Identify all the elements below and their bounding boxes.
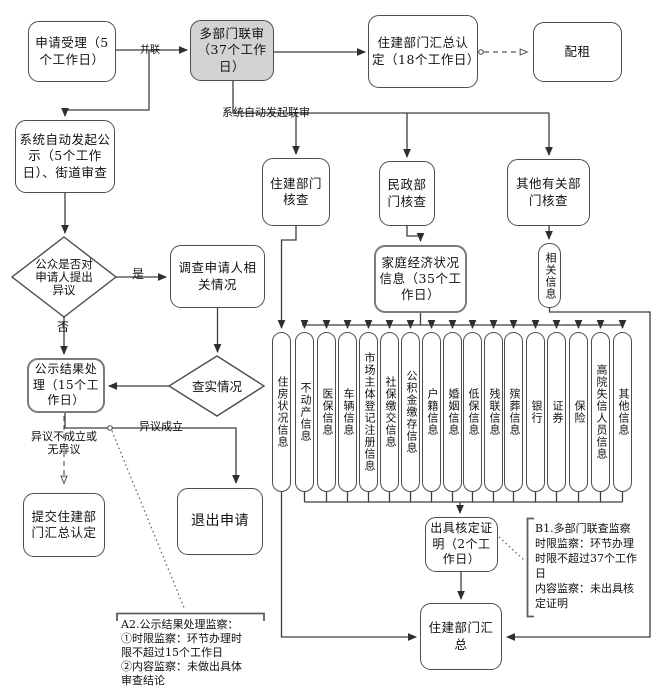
capsule-market-entity: 市场主体登记注册信息 (359, 332, 378, 492)
capsule-vehicle: 车辆信息 (338, 332, 357, 492)
capsule-other-info: 其他信息 (613, 332, 632, 492)
node-housing-check: 住建部门核查 (262, 158, 330, 226)
edge-label-objection-invalid: 异议不成立或 无异议 (31, 430, 97, 456)
capsule-insurance: 保险 (569, 332, 588, 492)
node-submit-summary: 提交住建部门汇总认定 (23, 493, 105, 557)
edge-label-objection-valid: 异议成立 (139, 420, 183, 433)
verify-diamond (167, 355, 266, 417)
node-family-econ: 家庭经济状况信息（35个工作日） (374, 245, 467, 313)
capsule-bank: 银行 (526, 332, 545, 492)
node-summary-confirm: 住建部门汇总认定（18个工作日） (368, 15, 479, 88)
capsule-related-info: 相关信息 (538, 243, 561, 308)
capsule-household: 户籍信息 (422, 332, 441, 492)
annotation-a2: A2.公示结果处理监察： ①时限监察：环节办理时 限不超过15个工作日 ②内容监… (121, 618, 242, 687)
node-issue-cert: 出具核定证明（2个工作日） (425, 517, 498, 572)
dashed-arrows (64, 50, 527, 611)
node-investigate: 调查申请人相关情况 (170, 245, 265, 308)
flow-arrows (60, 46, 651, 641)
edge-label-yes: 是 (132, 267, 145, 281)
annotation-brackets (116, 517, 534, 621)
capsule-court-dishonest: 高院失信人员信息 (591, 332, 610, 492)
node-withdraw: 退出申请 (177, 488, 263, 555)
edge-label-auto-joint-review: 系统自动发起联审 (222, 106, 310, 119)
capsule-medical-insurance: 医保信息 (317, 332, 336, 492)
diamond-public-objection-label: 公众是否对申请人提出异议 (35, 257, 93, 297)
node-apply: 申请受理（5个工作日） (28, 21, 116, 82)
node-civil-check: 民政部门核查 (379, 161, 435, 226)
node-joint-review: 多部门联审（37个工作日） (190, 20, 274, 81)
node-dept-summary: 住建部门汇总 (420, 603, 502, 670)
capsule-disabled-federation: 残联信息 (484, 332, 503, 492)
annotation-b1: B1.多部门联查监察 时限监察：环节办理 时限不超过37个工作 日 内容监察：未… (535, 522, 637, 610)
capsule-subsistence: 低保信息 (463, 332, 482, 492)
node-publicity-result: 公示结果处理（15个工作日） (27, 358, 105, 413)
capsule-securities: 证券 (547, 332, 566, 492)
edge-label-no: 否 (57, 320, 70, 334)
diamond-verify-label: 查实情况 (191, 379, 242, 394)
capsule-housing-status: 住房状况信息 (272, 332, 291, 492)
capsule-marriage: 婚姻信息 (443, 332, 462, 492)
capsule-real-estate: 不动产信息 (295, 332, 314, 492)
capsule-housing-fund: 公积金缴存信息 (401, 332, 420, 492)
edge-label-parallel: 并联 (140, 45, 160, 56)
a2-bracket (116, 612, 265, 621)
node-allocate: 配租 (533, 22, 622, 82)
b1-bracket (526, 517, 534, 618)
capsule-funeral: 殡葬信息 (504, 332, 523, 492)
capsule-social-insurance: 社保缴交信息 (380, 332, 399, 492)
node-publicity: 系统自动发起公示（5个工作日）、街道审查 (15, 120, 115, 193)
node-other-check: 其他有关部门核查 (507, 159, 590, 226)
